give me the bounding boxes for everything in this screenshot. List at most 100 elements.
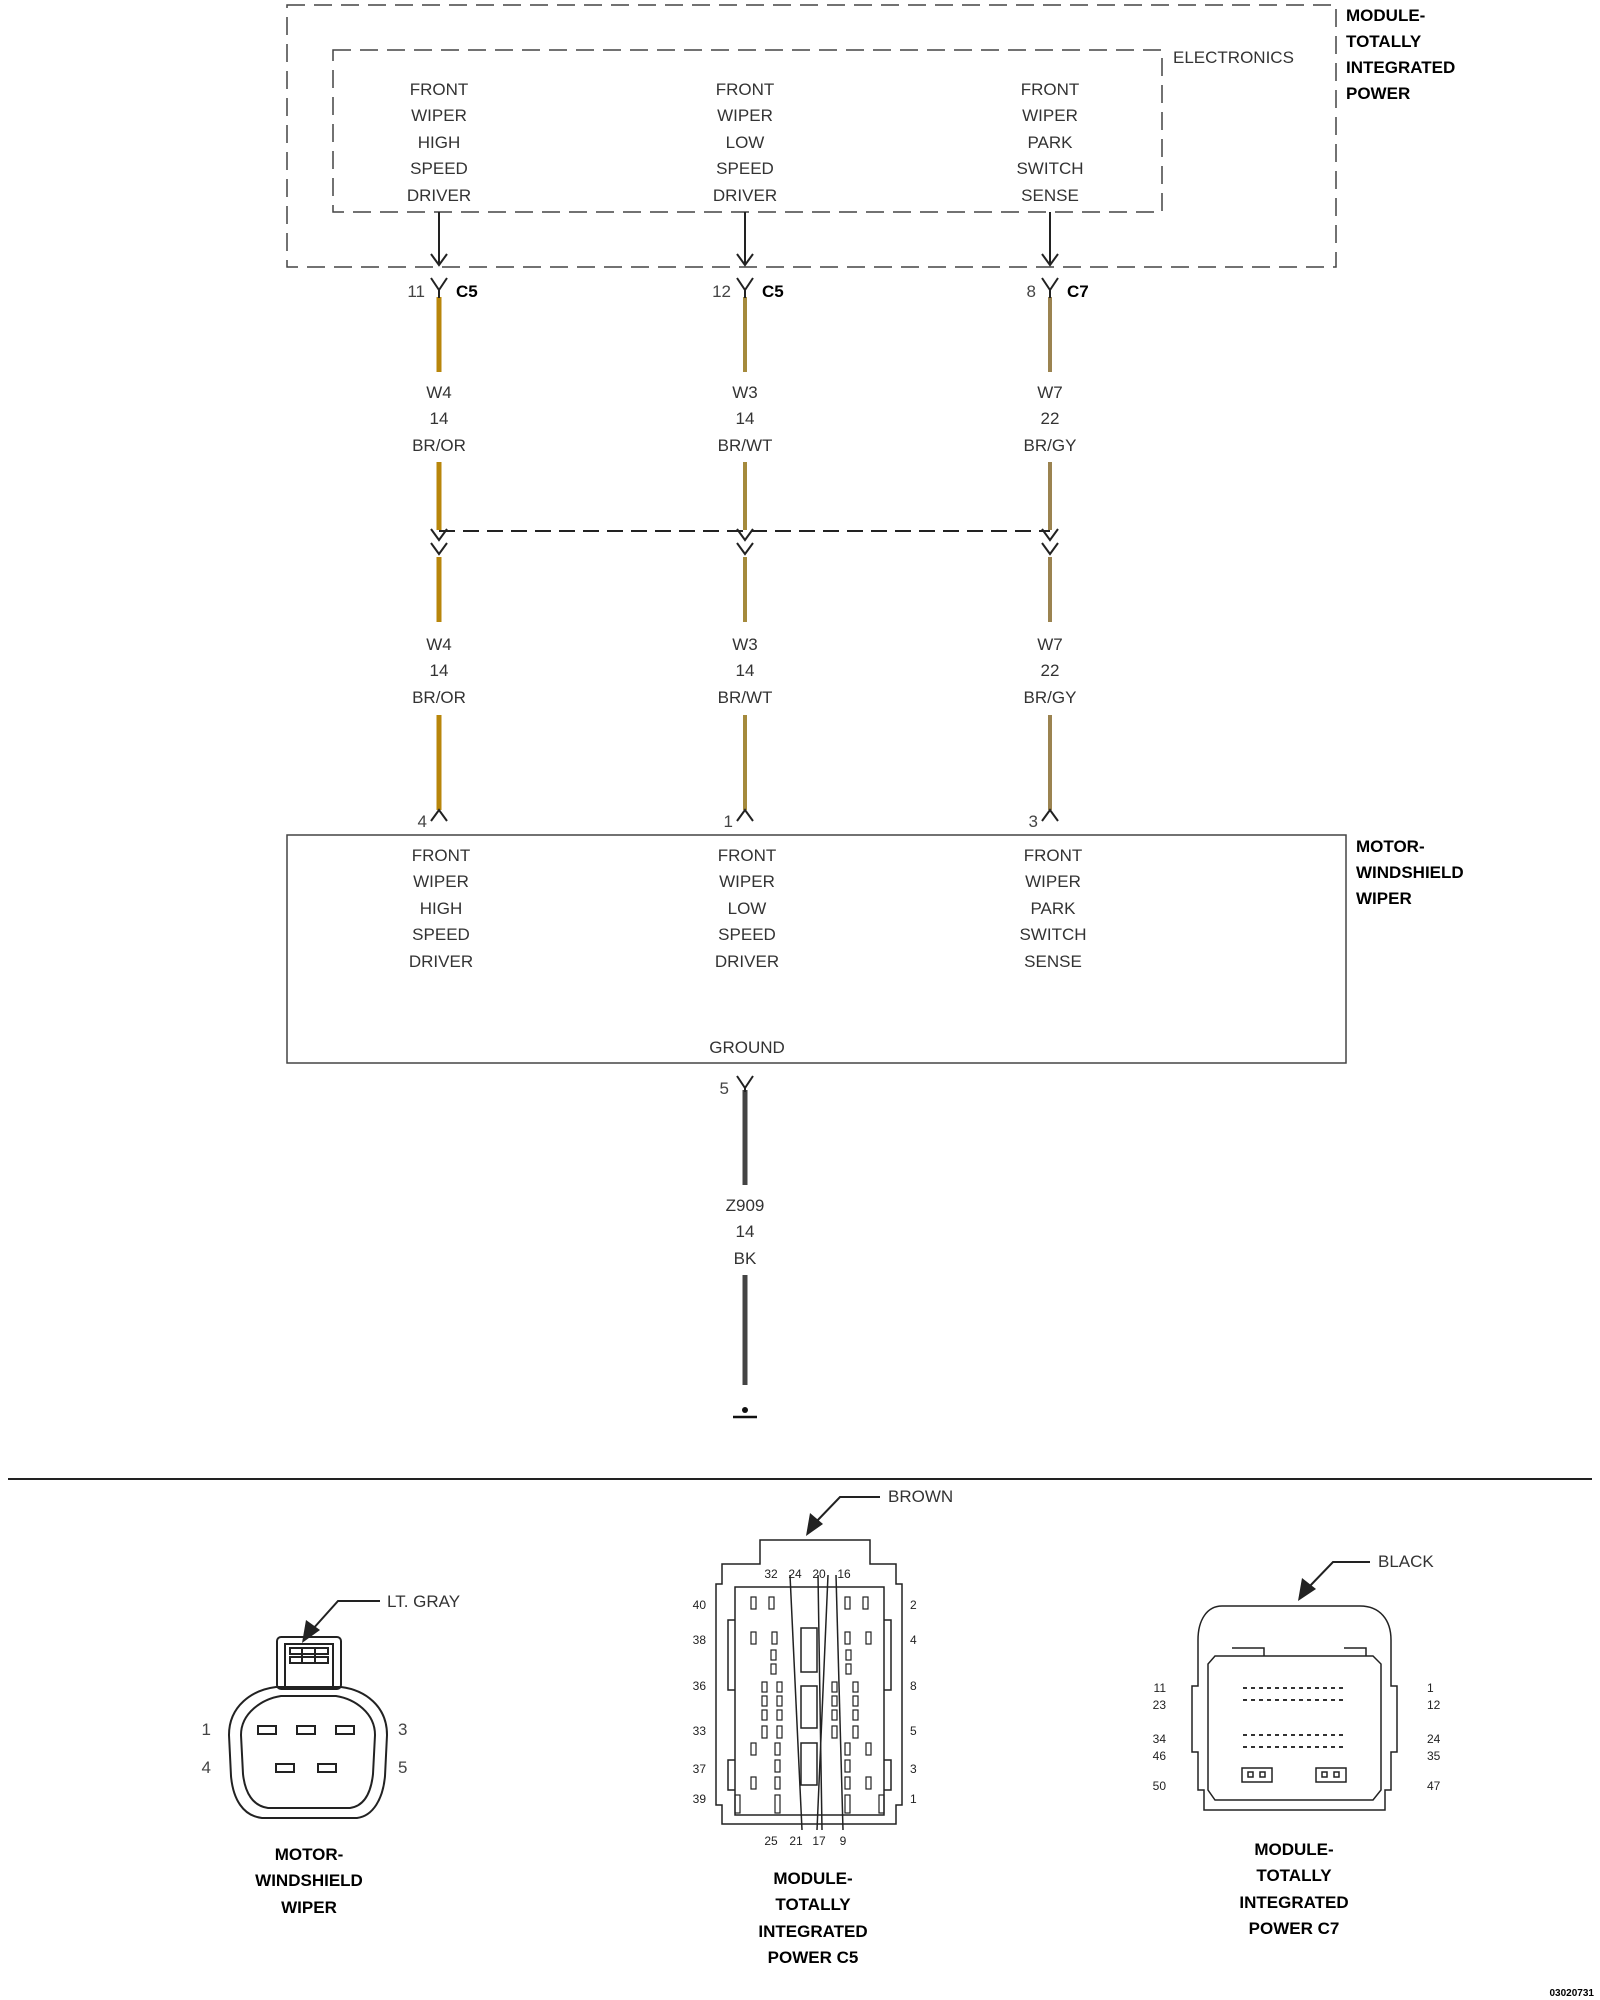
svg-text:5: 5 (398, 1758, 407, 1777)
inline-connector (430, 528, 1059, 556)
svg-text:SWITCH: SWITCH (1016, 159, 1083, 178)
c7-connector-caption: MODULE- TOTALLY INTEGRATED POWER C7 (1239, 1840, 1348, 1938)
module-pin-number-8: 8 (1027, 282, 1036, 301)
callout-arrow-icon (806, 1496, 880, 1536)
motor-pin-number-4: 4 (418, 812, 427, 831)
module-output-arrows (430, 212, 1059, 267)
svg-text:16: 16 (837, 1567, 851, 1581)
module-connector-c5-a: C5 (456, 282, 478, 301)
ground-pin-connector (736, 1075, 754, 1092)
svg-text:FRONT: FRONT (412, 846, 471, 865)
c5-connector-caption: MODULE- TOTALLY INTEGRATED POWER C5 (758, 1869, 867, 1967)
svg-text:BR/WT: BR/WT (718, 436, 773, 455)
wire-labels-upper: W4 14 BR/OR W3 14 BR/WT W7 22 BR/GY (412, 383, 1076, 455)
c5-connector-body (715, 1539, 903, 1831)
svg-text:WIPER: WIPER (411, 106, 467, 125)
svg-text:DRIVER: DRIVER (407, 186, 471, 205)
svg-text:PARK: PARK (1027, 133, 1073, 152)
svg-text:22: 22 (1041, 661, 1060, 680)
svg-text:INTEGRATED: INTEGRATED (1239, 1893, 1348, 1912)
color-callout-lt-gray: LT. GRAY (387, 1592, 460, 1611)
motor-connector-body (227, 1636, 389, 1819)
svg-text:INTEGRATED: INTEGRATED (1346, 58, 1455, 77)
svg-text:WIPER: WIPER (1356, 889, 1412, 908)
svg-text:W4: W4 (426, 383, 452, 402)
svg-text:FRONT: FRONT (718, 846, 777, 865)
svg-text:8: 8 (910, 1679, 917, 1693)
svg-text:22: 22 (1041, 409, 1060, 428)
svg-text:SPEED: SPEED (716, 159, 774, 178)
ground-pin-number-5: 5 (720, 1079, 729, 1098)
svg-text:38: 38 (693, 1633, 707, 1647)
svg-text:24: 24 (788, 1567, 802, 1581)
connector-view-motor: LT. GRAY 1 3 4 5 MOTOR- (202, 1592, 461, 1917)
svg-text:50: 50 (1153, 1779, 1167, 1793)
svg-text:1: 1 (202, 1720, 211, 1739)
svg-text:POWER C5: POWER C5 (768, 1948, 859, 1967)
svg-text:FRONT: FRONT (716, 80, 775, 99)
svg-text:W3: W3 (732, 635, 758, 654)
connector-view-c7: BLACK 11 23 34 46 50 1 12 (1153, 1552, 1441, 1938)
svg-text:17: 17 (812, 1834, 826, 1848)
c5-pin-labels: 32 24 20 16 25 21 17 9 40 38 36 33 37 39… (693, 1567, 917, 1848)
motor-pin-connectors (430, 808, 1059, 822)
svg-text:36: 36 (693, 1679, 707, 1693)
svg-text:39: 39 (693, 1792, 707, 1806)
svg-text:POWER C7: POWER C7 (1249, 1919, 1340, 1938)
svg-text:TOTALLY: TOTALLY (1256, 1866, 1332, 1885)
svg-text:MODULE-: MODULE- (1346, 6, 1425, 25)
motor-windshield-wiper: MOTOR- WINDSHIELD WIPER FRONT WIPER HIGH… (286, 834, 1464, 1064)
module-connector-c7: C7 (1067, 282, 1089, 301)
module-function-low-speed: FRONT WIPER LOW SPEED DRIVER (713, 80, 777, 205)
svg-text:FRONT: FRONT (410, 80, 469, 99)
svg-text:MODULE-: MODULE- (773, 1869, 852, 1888)
svg-text:46: 46 (1153, 1749, 1167, 1763)
svg-text:LOW: LOW (726, 133, 765, 152)
svg-text:14: 14 (430, 409, 449, 428)
svg-text:HIGH: HIGH (418, 133, 461, 152)
svg-text:FRONT: FRONT (1021, 80, 1080, 99)
module-sub-label: ELECTRONICS (1173, 48, 1294, 67)
svg-text:MOTOR-: MOTOR- (1356, 837, 1425, 856)
color-callout-brown: BROWN (888, 1487, 953, 1506)
svg-text:FRONT: FRONT (1024, 846, 1083, 865)
module-pin-number-12: 12 (712, 282, 731, 301)
svg-text:WIPER: WIPER (281, 1898, 337, 1917)
svg-text:4: 4 (202, 1758, 211, 1777)
svg-text:POWER: POWER (1346, 84, 1410, 103)
module-name: MODULE- TOTALLY INTEGRATED POWER (1346, 6, 1455, 103)
svg-text:BR/OR: BR/OR (412, 688, 466, 707)
c5-terminal-slots (734, 1596, 885, 1814)
svg-text:W7: W7 (1037, 635, 1063, 654)
svg-text:SENSE: SENSE (1021, 186, 1079, 205)
svg-text:MODULE-: MODULE- (1254, 1840, 1333, 1859)
svg-text:1: 1 (910, 1792, 917, 1806)
svg-text:WIPER: WIPER (1025, 872, 1081, 891)
module-function-high-speed: FRONT WIPER HIGH SPEED DRIVER (407, 80, 471, 205)
svg-text:WIPER: WIPER (413, 872, 469, 891)
svg-text:20: 20 (812, 1567, 826, 1581)
svg-text:BK: BK (734, 1249, 757, 1268)
connector-view-c5: BROWN (693, 1487, 954, 1967)
svg-text:SWITCH: SWITCH (1019, 925, 1086, 944)
svg-text:35: 35 (1427, 1749, 1441, 1763)
svg-text:14: 14 (736, 409, 755, 428)
svg-text:WIPER: WIPER (719, 872, 775, 891)
svg-text:BR/OR: BR/OR (412, 436, 466, 455)
motor-function-labels: FRONT WIPER HIGH SPEED DRIVER FRONT WIPE… (409, 846, 1087, 1057)
svg-text:HIGH: HIGH (420, 899, 463, 918)
svg-text:9: 9 (840, 1834, 847, 1848)
svg-text:3: 3 (398, 1720, 407, 1739)
motor-name: MOTOR- WINDSHIELD WIPER (1356, 837, 1464, 908)
svg-text:14: 14 (736, 1222, 755, 1241)
c7-terminal-rows (1243, 1687, 1346, 1748)
svg-text:37: 37 (693, 1762, 707, 1776)
color-callout-black: BLACK (1378, 1552, 1434, 1571)
motor-pin-number-1: 1 (724, 812, 733, 831)
svg-text:PARK: PARK (1030, 899, 1076, 918)
svg-text:BR/GY: BR/GY (1024, 688, 1077, 707)
svg-text:BR/WT: BR/WT (718, 688, 773, 707)
motor-pin-number-3: 3 (1029, 812, 1038, 831)
c7-pin-labels: 11 23 34 46 50 1 12 24 35 47 (1153, 1681, 1441, 1793)
